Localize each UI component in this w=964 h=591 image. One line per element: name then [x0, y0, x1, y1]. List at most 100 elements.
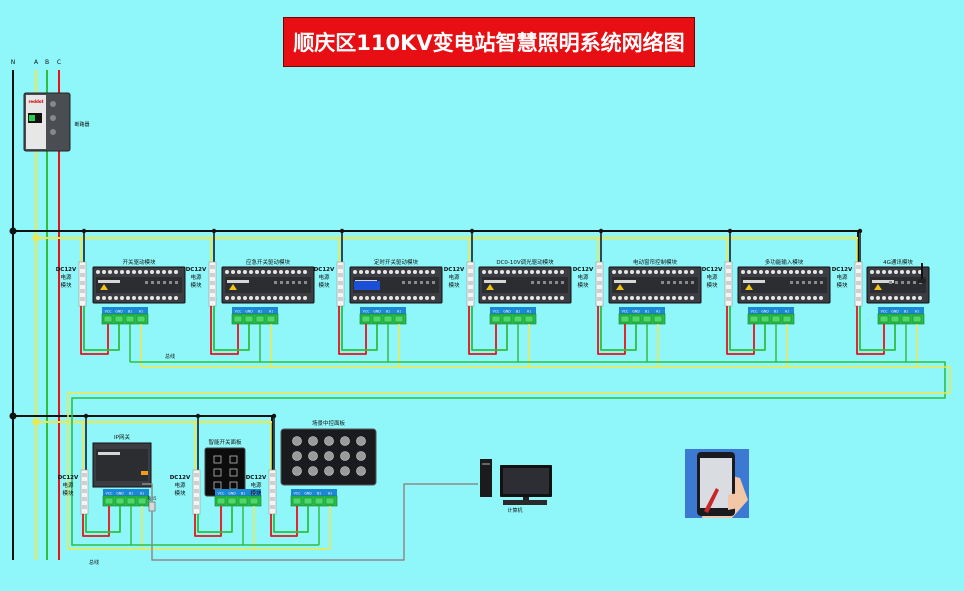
- module-bottom-screw-r1-2-9: [407, 296, 411, 300]
- bus-yellow-main: [67, 366, 951, 512]
- module-bottom-screw-r1-4-0: [612, 296, 616, 300]
- module-bottom-screw-r1-5-9: [795, 296, 799, 300]
- power-module-pin-r2-2-2: [270, 489, 275, 493]
- power-module-pin-r1-6-0: [856, 265, 861, 269]
- module-top-screw-r1-2-5: [383, 270, 387, 274]
- power-label-r1-4-2: 模块: [577, 281, 589, 289]
- computer-tower: [480, 459, 492, 497]
- module-bottom-screw-r1-4-3: [630, 296, 634, 300]
- module-top-screw-r1-1-11: [291, 270, 295, 274]
- module-bottom-screw-r1-4-7: [654, 296, 658, 300]
- terminal-text-r2-2-2: B1: [317, 492, 321, 496]
- module-bottom-screw-r1-2-11: [419, 296, 423, 300]
- phase-label-b: B: [45, 59, 49, 66]
- diagram-title: 顺庆区110KV变电站智慧照明系统网络图: [283, 17, 695, 67]
- module-brand-strip-r1-5: [743, 280, 765, 283]
- module-led-r1-6-3: [907, 281, 910, 284]
- module-brand-strip-r1-1: [227, 280, 249, 283]
- terminal-text-r1-2-2: B1: [386, 310, 390, 314]
- module-bottom-screw-r1-3-7: [524, 296, 528, 300]
- module-top-screw-r1-6-5: [900, 270, 904, 274]
- module-led-r1-0-3: [163, 281, 166, 284]
- terminal-text-r1-5-2: B1: [774, 310, 778, 314]
- wire-green-r1-1: [213, 306, 250, 351]
- module-top-screw-r1-0-4: [120, 270, 124, 274]
- terminal-block-r1-3: [489, 313, 537, 325]
- module-top-screw-r1-4-4: [636, 270, 640, 274]
- module-label-r1-3: DC0-10V调光驱动模块: [496, 258, 554, 266]
- terminal-label-bar-r1-6: [878, 307, 924, 314]
- module-bottom-screw-r1-5-10: [801, 296, 805, 300]
- power-module-pin-r1-0-3: [80, 289, 85, 293]
- power-label-r2-0-1: 电源: [62, 481, 74, 489]
- module-top-screw-r1-4-13: [690, 270, 694, 274]
- bus-yellow-row2: [67, 512, 330, 550]
- power-module-pin-r1-1-1: [210, 273, 215, 277]
- module-bottom-screw-r1-6-2: [882, 296, 886, 300]
- module-bottom-screw-r1-6-8: [918, 296, 922, 300]
- module-top-screw-r1-0-5: [126, 270, 130, 274]
- power-module-pin-r2-2-3: [270, 497, 275, 501]
- module-label-r1-4: 电动窗帘控制模块: [633, 258, 678, 266]
- module-face-r1-0: [96, 277, 182, 293]
- terminal-screw-r1-5-3: [782, 315, 792, 323]
- module-top-screw-r1-5-2: [753, 270, 757, 274]
- module-top-screw-r1-6-3: [888, 270, 892, 274]
- module-bottom-screw-r1-5-1: [747, 296, 751, 300]
- module-led-r1-5-4: [814, 281, 817, 284]
- terminal-screw-r2-1-0: [216, 497, 226, 505]
- module-led-r1-4-0: [661, 281, 664, 284]
- wire-red-r1-0: [80, 306, 109, 355]
- module-label-r1-1: 应急开关驱动模块: [246, 258, 291, 266]
- module-led-r1-6-4: [913, 281, 916, 284]
- power-label-r1-1-1: 电源: [190, 273, 202, 281]
- power-label-r2-2-2: 模块: [250, 489, 262, 497]
- module-top-screw-r1-2-7: [395, 270, 399, 274]
- breaker-label: 断路器: [74, 121, 89, 128]
- terminal-text-r2-0-1: GND: [116, 492, 124, 496]
- module-bottom-screw-r1-2-0: [353, 296, 357, 300]
- power-module-pin-r2-0-1: [82, 481, 87, 485]
- module-top-screw-r1-1-12: [297, 270, 301, 274]
- module-top-screw-r1-1-0: [225, 270, 229, 274]
- computer-drive: [482, 463, 490, 465]
- module-bottom-screw-r1-3-2: [494, 296, 498, 300]
- module-led-r1-1-3: [292, 281, 295, 284]
- terminal-text-r1-1-3: A1: [269, 310, 273, 314]
- module-face-r1-5: [741, 277, 827, 293]
- module-bottom-screw-r1-4-1: [618, 296, 622, 300]
- power-module-pin-r1-5-2: [726, 281, 731, 285]
- network-cable-gateway: [142, 483, 153, 502]
- drop-junction-black-r2-1: [195, 413, 201, 419]
- module-bottom-screw-r1-5-0: [741, 296, 745, 300]
- module-bottom-screw-r1-2-7: [395, 296, 399, 300]
- terminal-screw-r1-4-1: [631, 315, 641, 323]
- power-label-r1-5-2: 模块: [706, 281, 718, 289]
- terminal-screw-r1-0-1: [114, 315, 124, 323]
- power-label-r1-2-0: DC12V: [314, 267, 335, 273]
- module-bottom-screw-r1-0-0: [96, 296, 100, 300]
- module-bottom-screw-r1-1-11: [291, 296, 295, 300]
- module-top-screw-r1-3-6: [518, 270, 522, 274]
- module-bottom-screw-r1-3-0: [482, 296, 486, 300]
- module-bottom-screw-r1-4-4: [636, 296, 640, 300]
- module-led-r1-1-4: [298, 281, 301, 284]
- terminal-text-r1-4-3: A1: [656, 310, 660, 314]
- terminal-block-r2-2: [290, 495, 338, 507]
- terminal-screw-r1-3-3: [524, 315, 534, 323]
- breaker-screw-2: [50, 115, 56, 121]
- power-module-pin-r1-1-4: [210, 297, 215, 301]
- power-label-r2-1-0: DC12V: [170, 475, 191, 481]
- switch-key-1-1: [229, 468, 238, 477]
- power-module-pin-r2-0-2: [82, 489, 87, 493]
- module-top-screw-r1-3-2: [494, 270, 498, 274]
- module-top-screw-r1-6-2: [882, 270, 886, 274]
- module-brand-strip-r2-0: [98, 452, 120, 455]
- terminal-text-r1-4-1: GND: [632, 310, 640, 314]
- terminal-screw-r2-0-2: [126, 497, 136, 505]
- module-bottom-screw-r1-5-13: [819, 296, 823, 300]
- module-led-r1-6-0: [889, 281, 892, 284]
- module-top-screw-r1-0-1: [102, 270, 106, 274]
- module-body-r2-1: [204, 447, 246, 497]
